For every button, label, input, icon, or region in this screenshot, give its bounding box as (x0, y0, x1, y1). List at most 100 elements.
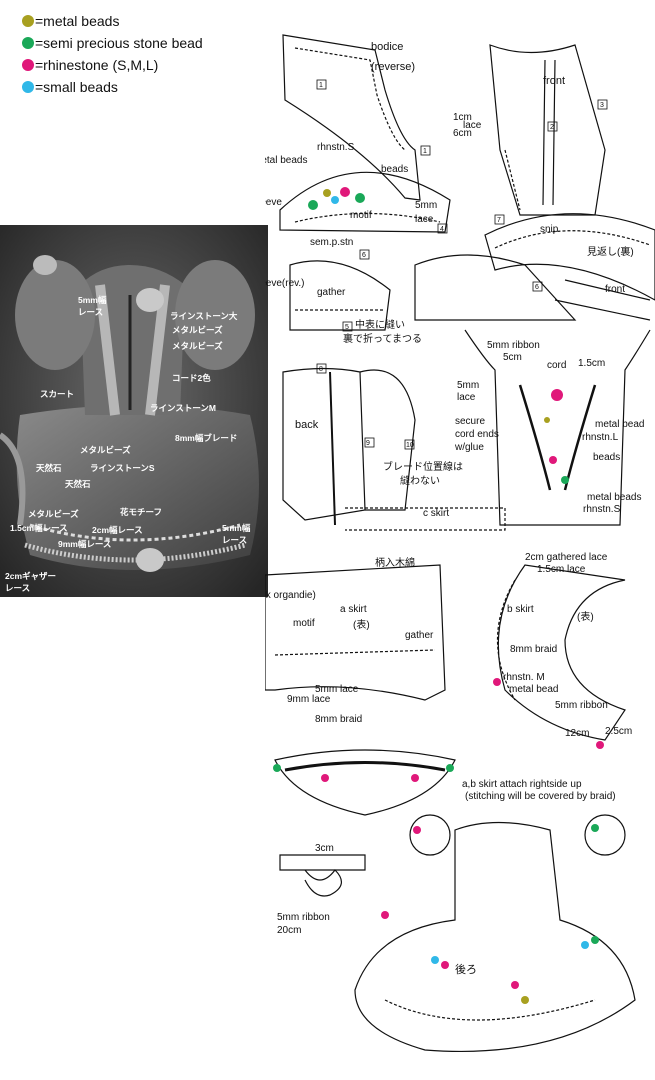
photo-label: 5mm幅 (222, 523, 251, 533)
measure-label: 1cm (453, 112, 472, 123)
photo-label: ラインストーン大 (170, 311, 238, 321)
photo-label: メタルビーズ (28, 509, 79, 519)
back-label: 後ろ (455, 962, 477, 976)
photo-label: レース (5, 583, 30, 593)
motif-label: motif (350, 210, 372, 221)
side-label: (表) (577, 610, 594, 623)
measure-label: 5mm (457, 380, 479, 391)
skirt-label: b skirt (507, 604, 534, 615)
measure-label: 20cm (277, 925, 301, 936)
photo-label: 1.5cm幅レース (10, 523, 68, 533)
rhinestone-label: rhnstn. M (503, 672, 545, 683)
measure-label: 3cm (315, 843, 334, 854)
beads-label: beads (593, 452, 620, 463)
piece-number: 1 (319, 82, 323, 89)
gather-label: gather (405, 630, 434, 641)
snip-label: snip (540, 224, 559, 235)
bodice-label: bodice (371, 41, 403, 53)
secure-label: w/glue (454, 442, 484, 453)
piece-number: 2 (550, 124, 554, 131)
piece-number: 1 (423, 148, 427, 155)
piece-number: 6 (362, 252, 366, 259)
sleeve-note: 裏で折ってまつる (343, 332, 422, 345)
secure-label: cord ends (455, 429, 499, 440)
piece-number: 9 (366, 440, 370, 447)
piece-number: 7 (497, 217, 501, 224)
photo-label: コード2色 (172, 373, 211, 383)
braid-label: 8mm braid (315, 714, 362, 725)
braid-note: ブレード位置線は (383, 460, 463, 473)
measure-label: 5mm (415, 200, 437, 211)
legend-stone-bead: =semi precious stone bead (22, 32, 203, 54)
attach-note: (stitching will be covered by braid) (465, 791, 616, 802)
photo-label: 9mm幅レース (58, 539, 111, 549)
sleeve-label: sleeve (265, 197, 282, 208)
photo-label: 8mm幅ブレード (175, 433, 237, 443)
photo-label: 天然石 (65, 479, 91, 489)
ribbon-label: 5mm ribbon (487, 340, 540, 351)
rhinestone-label: rhnstn.S (317, 142, 355, 153)
piece-number: 6 (535, 284, 539, 291)
braid-note: 縫わない (400, 474, 440, 487)
rhinestone-label: rhnstn.L (582, 432, 619, 443)
measure-label: 1.5cm (578, 358, 605, 369)
back-label: back (295, 419, 319, 431)
metal-bead-label: metal bead (595, 419, 644, 430)
fabric-note: 柄入木綿 (375, 556, 415, 569)
measure-label: 2.5cm (605, 726, 632, 737)
legend-rhinestone: =rhinestone (S,M,L) (22, 54, 203, 76)
photo-label: ラインストーンM (150, 403, 216, 413)
small-bead-swatch (22, 81, 34, 93)
front-label: front (543, 75, 565, 87)
cord-label: cord (547, 360, 566, 371)
front-label: front (605, 284, 625, 295)
side-label: (表) (353, 618, 370, 631)
ribbon-label: 5mm ribbon (555, 700, 608, 711)
pattern-diagram: bodice (reverse) front 1cm lace 6cm rhns… (265, 34, 655, 1053)
photo-label: 5mm幅 (78, 295, 107, 305)
photo-label: レース (222, 535, 247, 545)
piece-number: 3 (600, 102, 604, 109)
dress-photo: 5mm幅 レース ラインストーン大 メタルビーズ メタルビーズ コード2色 ライ… (0, 225, 268, 597)
lace-label: 9mm lace (287, 694, 331, 705)
stone-bead-swatch (22, 37, 34, 49)
photo-label: 天然石 (36, 463, 62, 473)
photo-label: スカート (40, 389, 74, 399)
metal-bead-swatch (22, 15, 34, 27)
piece-number: 5 (345, 324, 349, 331)
rhinestone-swatch (22, 59, 34, 71)
rhinestone-label: rhnstn.S (583, 504, 621, 515)
fabric-label: (silk organdie) (265, 590, 316, 601)
photo-label: レース (78, 307, 103, 317)
metal-beads-label: metal beads (265, 155, 307, 166)
ribbon-label: 5mm ribbon (277, 912, 330, 923)
piece-number: 10 (406, 442, 414, 449)
lace-label: 2cm gathered lace (525, 552, 608, 563)
measure-label: lace (463, 120, 482, 131)
photo-label: 2cmギャザー (5, 571, 56, 581)
piece-number: 4 (440, 226, 444, 233)
metal-beads-label: metal beads (587, 492, 641, 503)
skirt-label: c skirt (423, 508, 449, 519)
bead-legend: =metal beads =semi precious stone bead =… (22, 10, 203, 98)
lace-label: lace (457, 392, 476, 403)
photo-label: ラインストーンS (90, 463, 155, 473)
legend-small-beads: =small beads (22, 76, 203, 98)
skirt-label: a skirt (340, 604, 367, 615)
braid-label: 8mm braid (510, 644, 557, 655)
lace-label: 5mm lace (315, 684, 359, 695)
motif-label: motif (293, 618, 315, 629)
photo-label: メタルビーズ (80, 445, 131, 455)
legend-metal-beads: =metal beads (22, 10, 203, 32)
photo-label: 花モチーフ (120, 507, 162, 517)
photo-label: メタルビーズ (172, 325, 223, 335)
lace-label: lace (415, 214, 434, 225)
sleeve-note: 中表に縫い (355, 318, 405, 331)
sleeve-rev-label: sleeve(rev.) (265, 278, 305, 289)
attach-note: a,b skirt attach rightside up (462, 779, 582, 790)
measure-label: 12cm (565, 728, 589, 739)
photo-label: メタルビーズ (172, 341, 223, 351)
measure-label: 6cm (453, 128, 472, 139)
gather-label: gather (317, 287, 346, 298)
photo-label: 2cm幅レース (92, 525, 143, 535)
